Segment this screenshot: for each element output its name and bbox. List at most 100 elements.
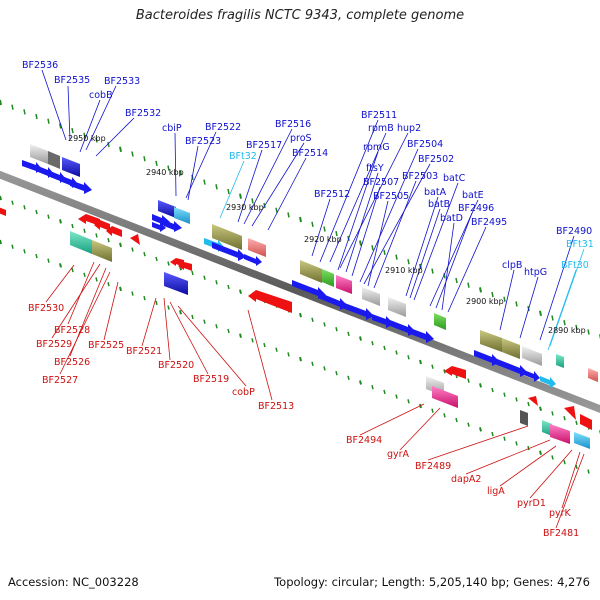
coordinate-tick xyxy=(479,427,482,432)
coordinate-tick xyxy=(47,118,50,124)
coordinate-tick xyxy=(395,254,398,260)
coordinate-tick xyxy=(311,361,314,366)
coordinate-tick xyxy=(479,287,482,293)
gene-label: BFt32 xyxy=(229,151,257,162)
coordinate-tick xyxy=(419,359,422,365)
gene-label: BF2520 xyxy=(158,360,194,371)
coordinate-tick xyxy=(467,378,470,383)
gene-box xyxy=(588,368,598,382)
coordinate-tick xyxy=(95,277,98,282)
gene-arrow xyxy=(524,370,540,382)
top-gene-labels: BF2536 BF2535 cobB BF2533 BF2532 cbiP BF… xyxy=(22,60,594,278)
leader-line xyxy=(435,212,473,309)
kbp-label: 2950 kbp xyxy=(68,134,106,143)
gene-label: BF2523 xyxy=(185,136,221,147)
gene-label: BF2527 xyxy=(42,375,78,386)
gene-arrow xyxy=(164,220,182,232)
coordinate-tick xyxy=(323,366,326,371)
gene-label: BF2535 xyxy=(54,75,90,86)
gene-label: ftsY xyxy=(366,163,384,174)
coordinate-tick xyxy=(299,216,302,223)
gene-arrow xyxy=(492,357,528,377)
kbp-label: 2910 kbp xyxy=(385,266,423,275)
gene-label: BF2503 xyxy=(402,171,438,182)
coordinate-tick xyxy=(227,284,230,290)
gene-arrow xyxy=(248,290,292,313)
coordinate-tick xyxy=(539,406,542,412)
gene-label: BF2533 xyxy=(104,76,140,87)
coordinate-tick xyxy=(0,195,2,201)
gene-label: BF2504 xyxy=(407,139,443,150)
gene-label: batA xyxy=(424,187,447,198)
gene-label: rpmB xyxy=(368,123,394,134)
coordinate-tick xyxy=(431,408,434,413)
coordinate-tick xyxy=(443,369,446,374)
top-strand-features xyxy=(22,144,598,388)
gene-arrow xyxy=(212,242,246,261)
gene-box xyxy=(362,287,380,306)
coordinate-tick xyxy=(239,193,242,199)
coordinate-tick xyxy=(311,317,314,322)
coordinate-tick xyxy=(35,209,38,215)
leader-line xyxy=(79,99,101,153)
gene-label: BF2517 xyxy=(246,140,282,151)
coordinate-tick xyxy=(167,305,170,310)
leader-line xyxy=(311,198,331,257)
coordinate-tick xyxy=(491,291,494,298)
gene-arrow xyxy=(342,302,374,320)
gene-label: proS xyxy=(290,133,312,144)
coordinate-tick xyxy=(551,315,554,321)
gene-label: BF2505 xyxy=(373,191,409,202)
coordinate-tick xyxy=(203,319,206,324)
gene-label: hup2 xyxy=(397,123,421,134)
gene-label: BF2513 xyxy=(258,401,294,412)
coordinate-tick xyxy=(227,328,230,334)
kbp-label: 2920 kbp xyxy=(304,235,342,244)
coordinate-tick xyxy=(395,350,398,355)
gene-box xyxy=(48,151,60,169)
coordinate-tick xyxy=(0,239,2,245)
leader-line xyxy=(174,132,177,197)
coordinate-tick xyxy=(59,123,62,129)
gene-label: batD xyxy=(440,213,463,224)
leader-line xyxy=(177,305,247,387)
leader-line xyxy=(237,149,263,223)
coordinate-tick xyxy=(11,200,14,205)
coordinate-tick xyxy=(35,113,38,120)
coordinate-tick xyxy=(383,345,386,351)
coordinate-tick xyxy=(371,385,374,390)
gene-box xyxy=(300,260,322,283)
leader-line xyxy=(329,132,387,263)
gene-box xyxy=(434,313,446,330)
leader-line xyxy=(51,263,101,339)
coordinate-tick xyxy=(215,184,218,190)
coordinate-tick xyxy=(23,205,26,210)
coordinate-tick xyxy=(83,132,86,138)
coordinate-tick xyxy=(587,469,590,474)
coordinate-tick xyxy=(335,231,338,237)
coordinate-tick xyxy=(407,355,410,360)
gene-label: BF2528 xyxy=(54,325,90,336)
coordinate-tick xyxy=(251,198,254,204)
coordinate-tick xyxy=(95,137,98,143)
coordinate-tick xyxy=(287,352,290,357)
leader-line xyxy=(337,151,379,271)
coordinate-tick xyxy=(311,221,314,227)
coordinate-tick xyxy=(431,268,434,274)
leader-line xyxy=(141,297,157,347)
coordinate-tick xyxy=(107,142,110,148)
coordinate-tick xyxy=(503,296,506,302)
gene-label: batC xyxy=(443,173,466,184)
gene-label: BF2495 xyxy=(471,217,507,228)
gene-box xyxy=(322,269,334,287)
gene-label: BF2511 xyxy=(361,110,397,121)
coordinate-tick xyxy=(203,275,206,280)
gene-label: BF2494 xyxy=(346,435,382,446)
leader-line xyxy=(163,297,171,361)
coordinate-tick xyxy=(527,445,530,451)
coordinate-tick xyxy=(539,450,542,456)
leader-line xyxy=(499,445,557,487)
gene-arrow xyxy=(372,314,394,328)
gene-arrow xyxy=(70,180,92,194)
